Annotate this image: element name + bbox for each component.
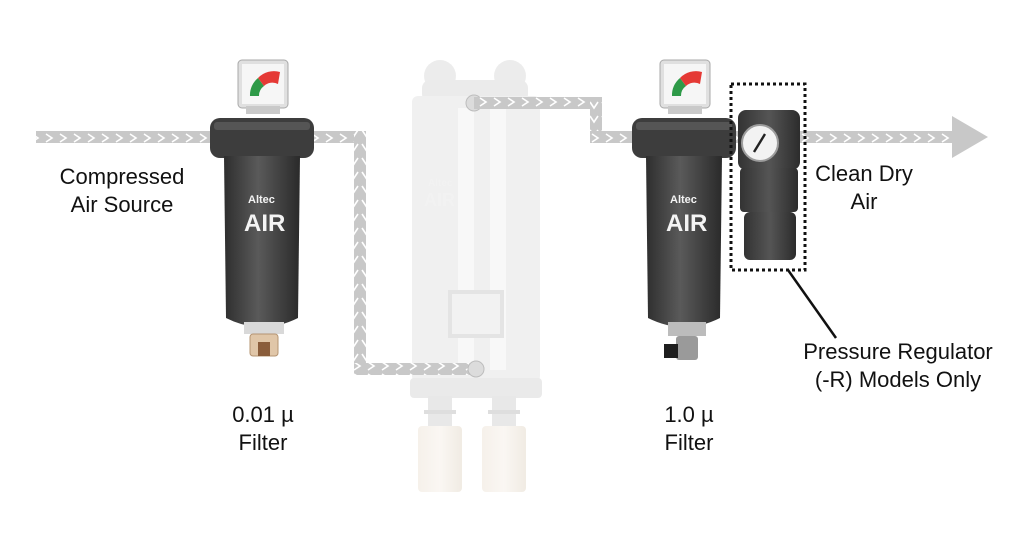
regulator-callout-leader	[786, 269, 838, 339]
svg-text:AIR: AIR	[424, 190, 455, 210]
pressure-regulator-icon	[738, 110, 800, 260]
brand-maker-text: Altec	[248, 194, 275, 206]
filter2-label: 1.0 µ Filter	[624, 401, 754, 457]
regulator-label-line2: (-R) Models Only	[814, 367, 982, 392]
filter1-label: 0.01 µ Filter	[198, 401, 328, 457]
clean-air-label: Clean Dry Air	[804, 160, 924, 216]
source-label-line2: Air Source	[70, 192, 174, 217]
regulator-label: Pressure Regulator (-R) Models Only	[780, 338, 1016, 394]
differential-gauge-icon	[237, 59, 289, 114]
filter1-label-line2: Filter	[238, 430, 288, 455]
brand-product-text: AIR	[666, 210, 707, 237]
clean-air-label-line1: Clean Dry	[815, 161, 913, 186]
differential-gauge-icon	[659, 59, 711, 114]
desiccant-dryer-icon: Altec AIR	[410, 60, 542, 492]
filter-housing-icon: Altec AIR	[210, 59, 314, 357]
brand-maker-text: Altec	[670, 194, 697, 206]
filter1-label-line1: 0.01 µ	[232, 402, 294, 427]
svg-text:Altec: Altec	[428, 178, 453, 189]
clean-air-label-line2: Air	[850, 189, 878, 214]
filter-housing-icon: Altec AIR	[632, 59, 736, 360]
brand-product-text: AIR	[244, 210, 285, 237]
filter2-label-line2: Filter	[664, 430, 714, 455]
source-label-line1: Compressed	[59, 164, 185, 189]
source-label: Compressed Air Source	[22, 163, 222, 219]
filter2-label-line1: 1.0 µ	[664, 402, 714, 427]
regulator-label-line1: Pressure Regulator	[803, 339, 993, 364]
regulator-callout-box	[729, 82, 807, 272]
drain-valve-icon	[664, 322, 706, 360]
drain-valve-icon	[244, 322, 284, 357]
flow-arrow-icon	[952, 116, 988, 158]
